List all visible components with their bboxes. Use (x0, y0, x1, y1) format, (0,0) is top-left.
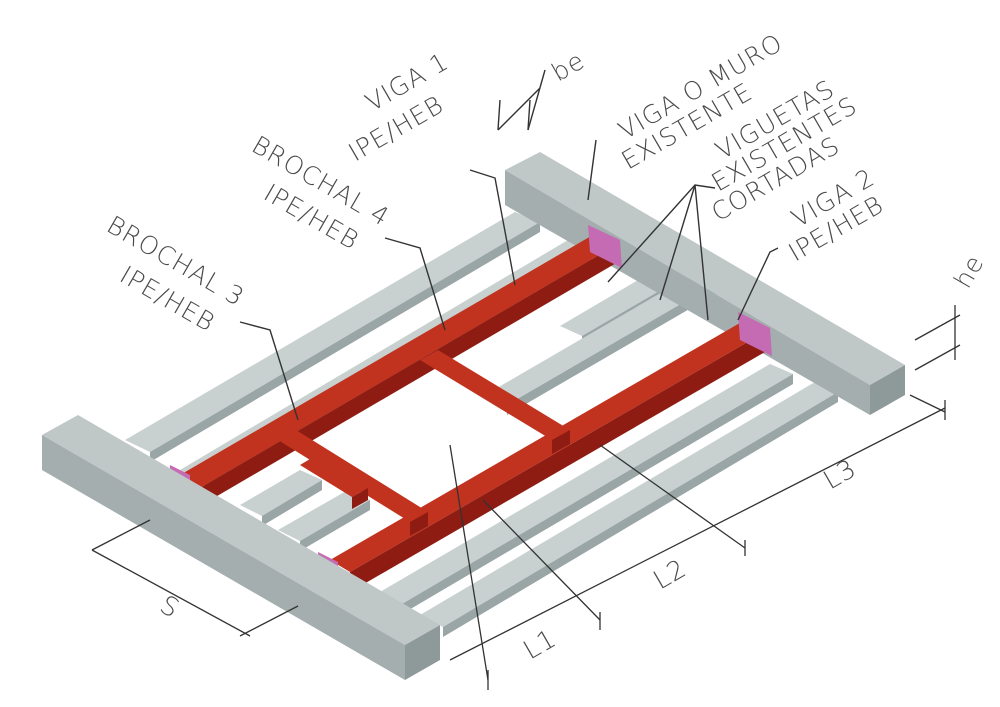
label-be: be (547, 45, 590, 87)
plate-viga-1 (588, 225, 622, 268)
viga-1 (180, 232, 618, 488)
brochal-3 (278, 430, 428, 522)
joist-3 (240, 470, 322, 516)
label-he: he (948, 250, 990, 293)
steel-framing (170, 225, 772, 592)
viga-2 (330, 320, 765, 572)
label-dim-l3: L3 (819, 454, 863, 496)
front-wall-beam (42, 415, 440, 680)
plate-viga-2 (738, 312, 772, 356)
label-dim-l2: L2 (649, 554, 693, 596)
label-dim-s: S (155, 590, 185, 625)
joist-1 (125, 212, 540, 452)
joist-4 (278, 490, 370, 541)
joist-6 (420, 382, 838, 627)
joist-5 (380, 364, 793, 604)
brochal-4 (420, 350, 570, 440)
leader-lines (239, 69, 779, 421)
dimension-lines (91, 305, 961, 690)
label-dim-l1: L1 (519, 624, 563, 666)
